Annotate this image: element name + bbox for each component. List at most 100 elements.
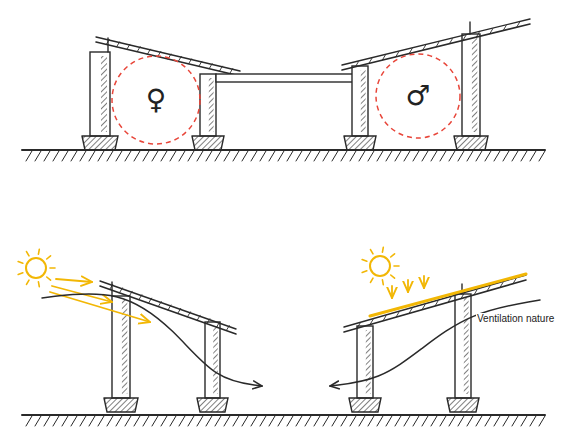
ground-hatch (305, 151, 311, 161)
ground-hatch (53, 151, 59, 161)
roof-rib (230, 69, 233, 74)
ground-hatch (35, 151, 41, 161)
ground-hatch (341, 151, 347, 161)
ground-hatch (224, 151, 230, 161)
ground-hatch (44, 151, 50, 161)
ground-hatch (530, 151, 536, 161)
roof-rib (517, 22, 520, 27)
ground-hatch (485, 416, 491, 426)
column-hatch (366, 330, 371, 394)
ground-hatch (395, 416, 401, 426)
sun-ray (382, 280, 384, 285)
ground-hatch (467, 151, 473, 161)
ground-hatch (98, 416, 104, 426)
ground-hatch (314, 151, 320, 161)
ground-hatch (71, 151, 77, 161)
ground-hatch (296, 416, 302, 426)
column-hatch (101, 56, 107, 132)
ground-hatch (107, 151, 113, 161)
ground-hatch (215, 416, 221, 426)
roof-rib (449, 39, 452, 44)
ground-hatch (62, 151, 68, 161)
ground-hatch (179, 416, 185, 426)
roof-rib (396, 312, 399, 317)
ground-hatch (251, 151, 257, 161)
ground-hatch (512, 416, 518, 426)
ground-hatch (503, 151, 509, 161)
ground-hatch (287, 151, 293, 161)
sun-ray (47, 256, 51, 259)
ground-hatch (278, 416, 284, 426)
column (352, 66, 368, 136)
sun-arrow (56, 279, 92, 282)
footing (447, 398, 479, 412)
ground-hatch (26, 151, 32, 161)
footing (344, 136, 376, 150)
roof-rib (117, 42, 120, 47)
roof-rib (487, 286, 490, 291)
column (357, 326, 373, 398)
ground-hatch (278, 151, 284, 161)
ground-hatch (89, 151, 95, 161)
sun (370, 256, 390, 276)
ground-hatch (332, 151, 338, 161)
column (205, 322, 220, 398)
sun-ray (391, 275, 395, 278)
bridge (216, 74, 354, 82)
sun-ray (47, 277, 51, 280)
ground-hatch (71, 416, 77, 426)
roof-rib (168, 305, 171, 310)
roof-rib (436, 42, 439, 47)
roof-rib (129, 291, 132, 296)
roof-rib (383, 316, 386, 321)
roof (96, 42, 240, 76)
roof-rib (513, 279, 516, 284)
ground-hatch (44, 416, 50, 426)
roof-rib (355, 62, 358, 67)
ground-hatch (233, 151, 239, 161)
sun-ray (38, 282, 40, 287)
ground-hatch (449, 416, 455, 426)
roof-post (107, 38, 108, 52)
ground-hatch (440, 151, 446, 161)
ground-hatch (521, 416, 527, 426)
ground-hatch (341, 416, 347, 426)
ground-hatch (458, 416, 464, 426)
ground-hatch (368, 151, 374, 161)
roof-rib (147, 49, 150, 54)
roof-rib (219, 66, 222, 71)
roof-rib (422, 305, 425, 310)
solar-panel (370, 274, 526, 316)
column (455, 294, 471, 398)
ground-hatch (242, 416, 248, 426)
ground-hatch (467, 416, 473, 426)
footing (104, 398, 138, 412)
ground-hatch (251, 416, 257, 426)
ground-hatch (323, 151, 329, 161)
ground-hatch (242, 151, 248, 161)
roof-rib (119, 288, 122, 293)
ground-hatch (143, 416, 149, 426)
ground-hatch (494, 416, 500, 426)
ground-hatch (143, 151, 149, 161)
ground-hatch (170, 151, 176, 161)
sun-ray (391, 254, 395, 257)
roof-rib (127, 44, 130, 49)
sun-ray (27, 280, 30, 284)
ground-hatch (89, 416, 95, 426)
ground-hatch (62, 416, 68, 426)
roof-rib (435, 301, 438, 306)
ground-hatch (314, 416, 320, 426)
ground-hatch (503, 416, 509, 426)
sun-ray (362, 260, 367, 262)
roof-rib (137, 47, 140, 52)
ground-hatch (107, 416, 113, 426)
ground-hatch (233, 416, 239, 426)
roof-rib (409, 308, 412, 313)
ground-hatch (134, 151, 140, 161)
roof-rib (370, 320, 373, 325)
sun (26, 258, 46, 278)
roof-rib (197, 315, 200, 320)
ground-hatch (188, 151, 194, 161)
ground-hatch (80, 151, 86, 161)
